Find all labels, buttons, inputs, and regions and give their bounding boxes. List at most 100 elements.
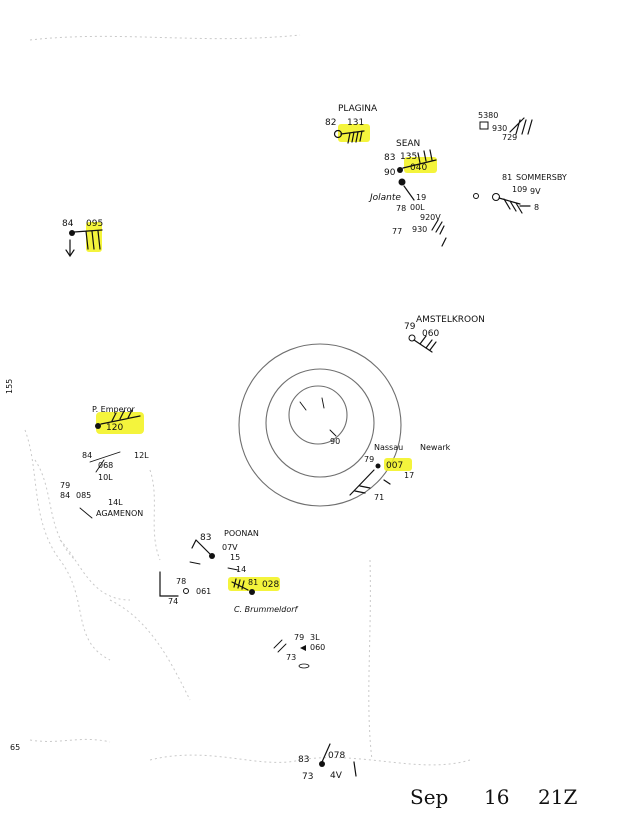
arrow <box>65 239 75 258</box>
nassau-pressure: 007 <box>386 461 403 471</box>
pemperor-tend: 12L <box>134 451 149 460</box>
sean-temp: 83 <box>384 153 395 163</box>
wind-barb <box>159 571 179 597</box>
nassau-tend: 17 <box>404 471 414 480</box>
plagina-temp: 82 <box>325 118 336 128</box>
ne-ship-p1: 5380 <box>478 111 498 120</box>
station-name-cstraubridge: C. Brummeldorf <box>234 605 299 614</box>
station-west-ship: 84 095 <box>62 219 103 258</box>
station-pemperor: P. Emperor 120 12L 84 068 10L <box>82 405 149 482</box>
jolante-p2: 00L <box>410 203 425 212</box>
pemperor-tend2: 10L <box>98 473 113 482</box>
wind-barb <box>73 229 103 250</box>
date-stamp: Sep 16 21Z <box>410 785 577 809</box>
wind-barb <box>340 130 365 144</box>
station-poonan: 83 POONAN 07V 15 <box>189 529 259 571</box>
plagina-pressure: 131 <box>347 118 364 128</box>
wind-barb <box>231 578 249 591</box>
poonan-tend: 15 <box>230 553 240 562</box>
pemperor-p2: 068 <box>98 461 113 470</box>
amstelkroon-pressure: 060 <box>422 329 439 339</box>
sommersby-pressure: 109 <box>512 185 527 194</box>
wind-barb <box>79 507 93 519</box>
station-agamenon: 79 84 085 14L AGAMENON <box>60 481 143 519</box>
sommersby-temp: 81 <box>502 173 512 182</box>
station-name-plagina: PLAGINA <box>338 104 378 114</box>
station-sommersby: 81 SOMMERSBY 109 9V 8 <box>473 173 567 214</box>
station-sean: SEAN 83 135 90 040 <box>384 139 437 178</box>
margin-mark-left2: 65 <box>10 743 20 752</box>
station-name-newark: Newark <box>420 443 451 452</box>
wind-barb <box>100 409 141 425</box>
south1-pressure: 060 <box>310 643 325 652</box>
sean-pressure-top: 135 <box>400 152 417 162</box>
jolante-p1: 19 <box>416 193 426 202</box>
station-name-sommersby: SOMMERSBY <box>516 173 567 182</box>
highlight <box>384 458 412 471</box>
highlight <box>86 222 102 252</box>
faint-coastlines <box>24 34 471 766</box>
wind-barb <box>191 539 211 555</box>
sommersby-extra: 8 <box>534 203 539 212</box>
station-south1: 79 3L 060 73 <box>273 633 325 669</box>
jolante-t2: 77 <box>392 227 402 236</box>
cstraubridge-p2: 061 <box>196 587 211 596</box>
jolante-t1: 78 <box>396 204 406 213</box>
cstraubridge-t2: 78 <box>176 577 186 586</box>
sean-pressure: 040 <box>410 163 427 173</box>
station-name-poonan: POONAN <box>224 529 259 538</box>
pemperor-pressure: 120 <box>106 423 123 433</box>
south1-t2: 73 <box>286 653 296 662</box>
highlight <box>404 157 437 173</box>
station-circle <box>408 334 416 342</box>
poonan-pressure: 07V <box>222 543 238 552</box>
margin-mark-left1: 155 <box>5 379 14 394</box>
cstraubridge-temp: 81 <box>248 578 258 587</box>
wind-barb <box>431 219 447 247</box>
date-time: 21Z <box>538 785 577 809</box>
station-circle <box>492 193 500 201</box>
station-south2: 83 078 73 4V <box>298 743 357 782</box>
station-marker <box>300 645 306 651</box>
south2-t2: 73 <box>302 772 313 782</box>
sean-dew: 90 <box>384 168 396 178</box>
nassau-other: 71 <box>374 493 384 502</box>
wind-barb <box>402 149 437 169</box>
station-plagina: PLAGINA 82 131 <box>325 104 378 144</box>
station-cstraubridge: 81 028 C. Brummeldorf 78 061 74 14 <box>159 565 299 614</box>
ne-ship-p2: 930 <box>492 124 507 133</box>
agamenon-temp: 84 <box>60 491 70 500</box>
station-nassau: Nassau Newark 79 007 17 71 <box>349 443 451 502</box>
jolante-p4: 930 <box>412 225 427 234</box>
wind-barb <box>273 639 287 653</box>
date-day: Sep <box>410 785 448 809</box>
south2-pressure: 078 <box>328 751 345 761</box>
station-amstelkroon: AMSTELKROON 79 060 <box>404 315 485 353</box>
station-name-pemperor: P. Emperor <box>92 405 136 414</box>
west-ship-pressure: 095 <box>86 219 103 229</box>
station-name-amstelkroon: AMSTELKROON <box>416 315 485 325</box>
wind-barb <box>509 117 533 135</box>
amstelkroon-temp: 79 <box>404 322 416 332</box>
pemperor-temp: 84 <box>82 451 92 460</box>
wind-barb <box>321 743 357 777</box>
jolante-p3: 920V <box>420 213 441 222</box>
station-circle <box>69 230 75 236</box>
south1-temp: 79 <box>294 633 304 642</box>
agamenon-tend: 14L <box>108 498 123 507</box>
wind-barb <box>349 469 391 496</box>
poonan-temp: 83 <box>200 533 211 543</box>
sommersby-tend: 9V <box>530 187 541 196</box>
station-circle <box>319 761 325 767</box>
south1-tend: 3L <box>310 633 320 642</box>
cstraubridge-tend: 14 <box>236 565 246 574</box>
wind-barb <box>413 335 437 353</box>
wind-barb <box>498 197 531 214</box>
station-circle <box>95 423 101 429</box>
wind-barb <box>403 185 415 201</box>
south2-temp: 83 <box>298 755 309 765</box>
station-circle <box>209 553 215 559</box>
cstraubridge-t3: 74 <box>168 597 178 606</box>
station-name-sean: SEAN <box>396 139 420 149</box>
